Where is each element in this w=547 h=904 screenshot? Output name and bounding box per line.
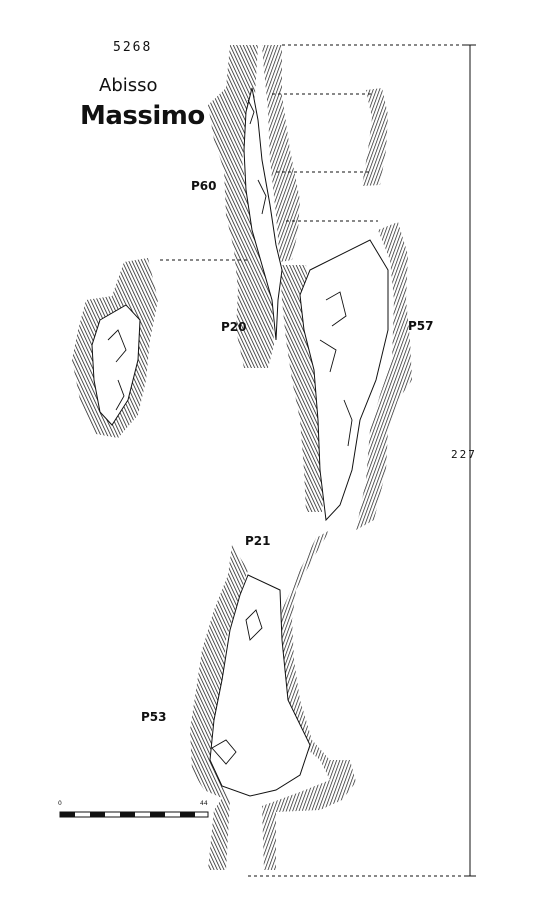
passage-detail-strokes <box>107 99 353 765</box>
passage-interior-chamber <box>209 574 311 797</box>
cave-number: 5268 <box>113 40 153 55</box>
rock-wall-right-upper <box>262 45 300 262</box>
scale-end-label: 44 <box>200 800 208 807</box>
pitch-label-p53: P53 <box>141 710 167 724</box>
survey-leader-lines <box>160 44 470 877</box>
pitch-label-p60: P60 <box>191 179 217 193</box>
rock-wall-side-passage-upper-right <box>362 88 388 186</box>
rock-wall-p57-left <box>280 265 326 512</box>
depth-label: 227 <box>451 448 477 461</box>
passage-interior-side-left <box>91 304 141 426</box>
rock-wall-chamber-left <box>190 545 248 870</box>
passage-interior-p57 <box>299 239 389 522</box>
cave-name-line2: Massimo <box>80 101 205 131</box>
pitch-label-p21: P21 <box>245 534 271 548</box>
pitch-label-p57: P57 <box>408 319 434 333</box>
rock-wall-chamber-right <box>262 530 356 870</box>
scale-start-label: 0 <box>58 800 62 807</box>
depth-dimension <box>464 44 476 877</box>
rock-wall-p57-right <box>356 222 412 530</box>
rock-wall-left-upper <box>208 45 274 368</box>
passage-interior-upper <box>243 87 283 341</box>
scale-bar <box>59 811 209 818</box>
cave-name-line1: Abisso <box>99 75 158 96</box>
pitch-label-p20: P20 <box>221 320 247 334</box>
